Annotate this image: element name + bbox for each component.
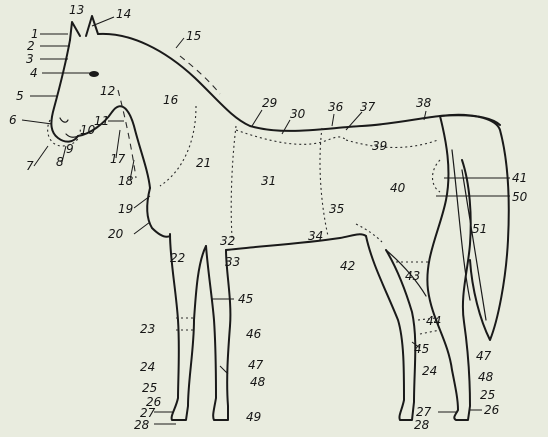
shoulder-boundary bbox=[160, 106, 196, 186]
label-8: 8 bbox=[56, 155, 64, 169]
label-28: 28 bbox=[134, 418, 150, 432]
point-labels: 1 2 3 4 5 6 7 8 9 10 11 12 13 14 15 16 1… bbox=[9, 3, 528, 432]
label-34: 34 bbox=[308, 229, 323, 243]
label-33: 33 bbox=[225, 255, 240, 269]
label-27-hind: 27 bbox=[416, 405, 432, 419]
label-45-hind: 45 bbox=[414, 342, 429, 356]
label-37: 37 bbox=[360, 100, 376, 114]
label-30: 30 bbox=[290, 107, 306, 121]
chest bbox=[147, 188, 170, 237]
horse-outline bbox=[48, 16, 509, 420]
label-51: 51 bbox=[472, 222, 487, 236]
leader-lines bbox=[22, 17, 510, 424]
label-40: 40 bbox=[390, 181, 406, 195]
label-49: 49 bbox=[246, 410, 261, 424]
label-6: 6 bbox=[9, 113, 17, 127]
label-5: 5 bbox=[16, 89, 24, 103]
label-28-hind: 28 bbox=[414, 418, 430, 432]
buttock-boundary bbox=[433, 160, 441, 192]
label-3: 3 bbox=[26, 52, 34, 66]
crest-line bbox=[180, 56, 220, 94]
label-32: 32 bbox=[220, 234, 235, 248]
loin-boundary bbox=[346, 140, 438, 148]
label-11: 11 bbox=[94, 114, 109, 128]
face-front bbox=[51, 40, 78, 142]
label-15: 15 bbox=[186, 29, 201, 43]
label-48-hind: 48 bbox=[478, 370, 494, 384]
label-31: 31 bbox=[261, 174, 276, 188]
eye bbox=[89, 71, 99, 77]
label-36: 36 bbox=[328, 100, 344, 114]
label-38: 38 bbox=[416, 96, 432, 110]
back-boundary bbox=[236, 130, 346, 144]
label-50: 50 bbox=[512, 190, 528, 204]
label-41: 41 bbox=[512, 171, 527, 185]
label-13: 13 bbox=[69, 3, 84, 17]
jaw-throat bbox=[78, 106, 150, 188]
barrel-front-boundary bbox=[231, 126, 236, 238]
label-4: 4 bbox=[30, 66, 38, 80]
label-47: 47 bbox=[248, 358, 264, 372]
label-39: 39 bbox=[372, 139, 387, 153]
label-25: 25 bbox=[142, 381, 157, 395]
label-29: 29 bbox=[262, 96, 277, 110]
tail-hair-1 bbox=[452, 150, 470, 300]
label-42: 42 bbox=[340, 259, 355, 273]
label-24: 24 bbox=[140, 360, 155, 374]
far-foreleg bbox=[206, 246, 230, 420]
flank-boundary bbox=[320, 128, 328, 236]
label-20: 20 bbox=[108, 227, 124, 241]
label-46: 46 bbox=[246, 327, 262, 341]
label-25-hind: 25 bbox=[480, 388, 495, 402]
label-23: 23 bbox=[140, 322, 155, 336]
nostril bbox=[60, 118, 68, 122]
label-47-hind: 47 bbox=[476, 349, 492, 363]
label-2: 2 bbox=[27, 39, 35, 53]
label-48: 48 bbox=[250, 375, 266, 389]
left-ear bbox=[70, 22, 80, 40]
label-35: 35 bbox=[329, 202, 344, 216]
label-16: 16 bbox=[163, 93, 179, 107]
label-21: 21 bbox=[196, 156, 211, 170]
label-7: 7 bbox=[26, 159, 34, 173]
belly bbox=[226, 234, 366, 250]
label-26-hind: 26 bbox=[484, 403, 500, 417]
label-14: 14 bbox=[116, 7, 131, 21]
tail-hair-2 bbox=[462, 170, 486, 320]
label-45: 45 bbox=[238, 292, 253, 306]
label-12: 12 bbox=[100, 84, 115, 98]
sheath-boundary bbox=[356, 224, 382, 242]
label-19: 19 bbox=[118, 202, 133, 216]
label-24-hind: 24 bbox=[422, 364, 437, 378]
label-17: 17 bbox=[110, 152, 126, 166]
label-43: 43 bbox=[405, 269, 420, 283]
near-hindleg-front bbox=[366, 236, 415, 420]
mouth bbox=[66, 134, 78, 137]
label-22: 22 bbox=[170, 251, 185, 265]
label-44: 44 bbox=[426, 314, 441, 328]
label-9: 9 bbox=[66, 142, 74, 156]
label-18: 18 bbox=[118, 174, 134, 188]
